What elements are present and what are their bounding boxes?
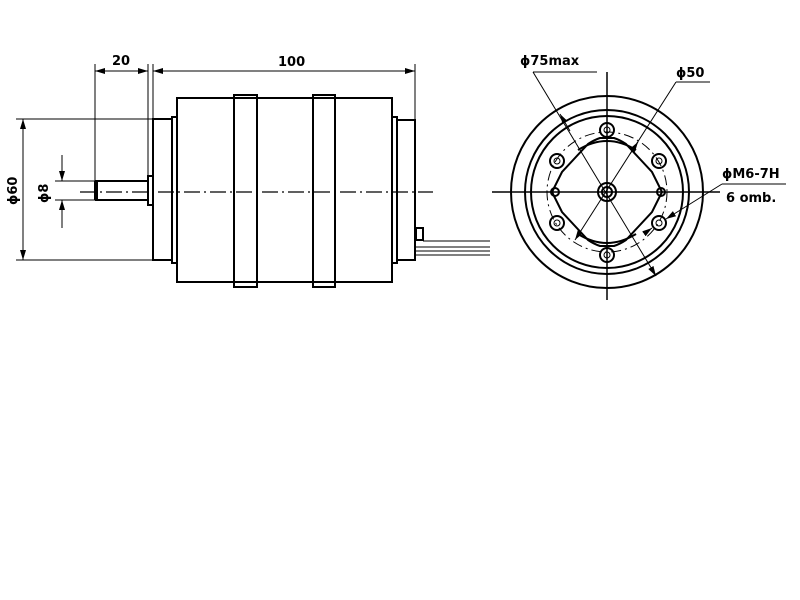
dimension-diameter-8: ϕ8 — [37, 155, 96, 228]
front-view: ϕ75max ϕ50 ϕM6-7H 6 omb. — [492, 54, 786, 300]
side-view: 20 100 ϕ60 ϕ8 — [6, 54, 490, 288]
dimension-diameter-60: ϕ60 — [6, 118, 153, 261]
dim-thread-count-label: 6 omb. — [726, 191, 776, 206]
shaft — [95, 180, 149, 201]
dim-thread-label: ϕM6-7H — [722, 167, 780, 182]
motor-body — [176, 97, 393, 283]
body-band-2 — [312, 94, 336, 288]
front-flange — [152, 118, 173, 261]
dim-body-length-label: 100 — [278, 55, 305, 70]
dimension-diameter-75max: ϕ75max — [520, 54, 657, 277]
cable-connector — [415, 227, 424, 241]
dimension-thread: ϕM6-7H 6 omb. — [642, 167, 786, 237]
dim-bolt-circle-label: ϕ50 — [676, 66, 704, 81]
rear-cap — [396, 119, 416, 261]
dim-shaft-diameter-label: ϕ8 — [37, 184, 52, 203]
dimension-100: 100 — [152, 55, 416, 120]
dim-body-diameter-label: ϕ60 — [6, 177, 21, 205]
cable-wires — [416, 240, 490, 256]
body-band-1 — [233, 94, 258, 288]
dim-outer-diameter-label: ϕ75max — [520, 54, 580, 69]
dimension-20: 20 — [94, 54, 149, 200]
mounting-plate — [550, 137, 664, 247]
dimension-diameter-50: ϕ50 — [574, 66, 710, 241]
shaft-collar — [147, 175, 154, 206]
dim-shaft-length-label: 20 — [112, 54, 130, 69]
